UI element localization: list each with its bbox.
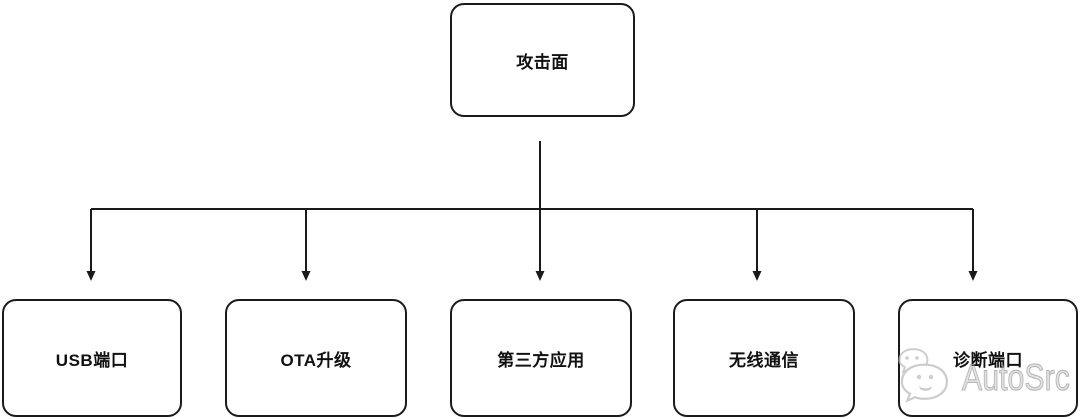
node-label: USB端口 bbox=[55, 350, 129, 370]
node-label: 无线通信 bbox=[729, 350, 799, 370]
node-usb-port: USB端口 bbox=[2, 299, 182, 417]
node-label: 诊断端口 bbox=[953, 350, 1023, 370]
node-label: 第三方应用 bbox=[497, 350, 585, 370]
node-label: 攻击面 bbox=[516, 52, 569, 72]
node-attack-surface: 攻击面 bbox=[450, 3, 635, 117]
node-third-party-app: 第三方应用 bbox=[450, 299, 632, 417]
node-label: OTA升级 bbox=[280, 350, 352, 370]
node-wireless-comm: 无线通信 bbox=[673, 299, 855, 417]
node-diagnostic-port: 诊断端口 bbox=[898, 299, 1078, 417]
arrowheads bbox=[86, 271, 978, 281]
node-ota-upgrade: OTA升级 bbox=[225, 299, 407, 417]
